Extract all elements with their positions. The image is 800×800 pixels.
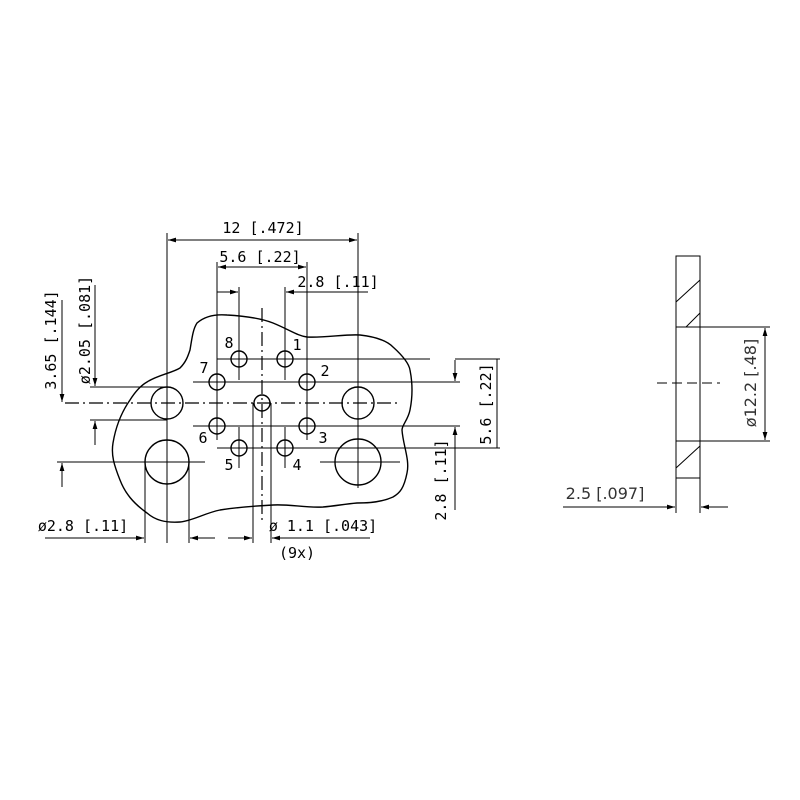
dim-pin-pitch: 2.8 [.11] xyxy=(297,273,378,291)
dim-pin-dia: ø 1.1 [.043] xyxy=(269,517,377,535)
dim-large-hole-dia: ø2.8 [.11] xyxy=(38,517,128,535)
pin-label-5: 5 xyxy=(224,456,233,474)
dim-overall-width: 12 [.472] xyxy=(222,219,303,237)
pin-label-1: 1 xyxy=(292,336,301,354)
pin-label-2: 2 xyxy=(320,362,329,380)
pin-label-7: 7 xyxy=(199,359,208,377)
pin-label-8: 8 xyxy=(224,334,233,352)
center-pin xyxy=(253,394,271,412)
dim-side-diameter: ø12.2 [.48] xyxy=(741,339,760,427)
section-hatching xyxy=(563,279,770,513)
dim-pin-span: 5.6 [.22] xyxy=(219,248,300,266)
dim-pin-row-span: 5.6 [.22] xyxy=(477,363,495,444)
dim-pin-row-pitch: 2.8 [.11] xyxy=(432,439,450,520)
side-view: ø12.2 [.48] 2.5 [.097] xyxy=(563,255,770,513)
dim-side-thickness: 2.5 [.097] xyxy=(566,484,645,503)
pin-label-6: 6 xyxy=(198,429,207,447)
dim-vertical-offset: 3.65 [.144] xyxy=(42,290,60,389)
housing-outline xyxy=(111,314,413,523)
pin-label-4: 4 xyxy=(292,456,301,474)
side-profile xyxy=(675,255,701,479)
pin-label-3: 3 xyxy=(318,429,327,447)
mounting-holes xyxy=(144,386,382,486)
dim-small-hole-dia: ø2.05 [.081] xyxy=(76,276,94,384)
dimension-lines xyxy=(45,237,498,541)
pin-count-note: (9x) xyxy=(279,544,315,562)
